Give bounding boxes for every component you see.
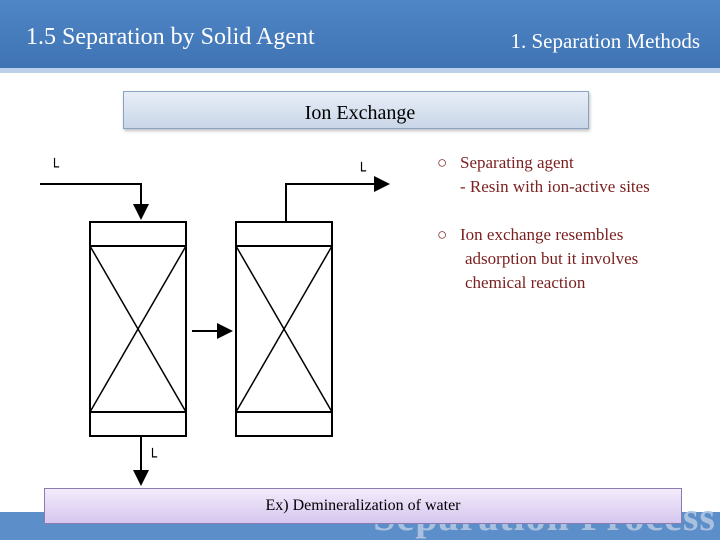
bottom-outlet-label: └ xyxy=(148,448,158,466)
header-divider xyxy=(0,68,720,73)
bullet-circle-icon: ○ xyxy=(437,153,448,172)
column-2-outlet-label: └ xyxy=(357,162,367,180)
bullet-line: Ion exchange resembles xyxy=(460,225,624,244)
topic-box xyxy=(123,91,589,129)
slide-title: 1.5 Separation by Solid Agent xyxy=(26,24,315,50)
inlet-label: └ xyxy=(50,158,60,176)
bullet-item: ○ Ion exchange resembles adsorption but … xyxy=(437,223,650,295)
topic-label: Ion Exchange xyxy=(304,102,416,124)
column-2-outlet-arrow xyxy=(285,176,390,222)
column-1 xyxy=(89,221,187,437)
header-bar xyxy=(0,0,720,68)
bullet-list: ○ Separating agent - Resin with ion-acti… xyxy=(437,151,650,319)
bullet-line: adsorption but it involves xyxy=(465,249,639,268)
column-2 xyxy=(235,221,333,437)
bullet-circle-icon: ○ xyxy=(437,225,448,244)
bullet-line: chemical reaction xyxy=(465,273,586,292)
example-box: Ex) Demineralization of water xyxy=(44,488,682,524)
example-text: Ex) Demineralization of water xyxy=(265,497,461,514)
inlet-arrow xyxy=(40,183,149,220)
bullet-line: Separating agent xyxy=(460,153,574,172)
bullet-line: - Resin with ion-active sites xyxy=(460,177,650,196)
section-title: 1. Separation Methods xyxy=(510,29,700,53)
bullet-item: ○ Separating agent - Resin with ion-acti… xyxy=(437,151,650,199)
